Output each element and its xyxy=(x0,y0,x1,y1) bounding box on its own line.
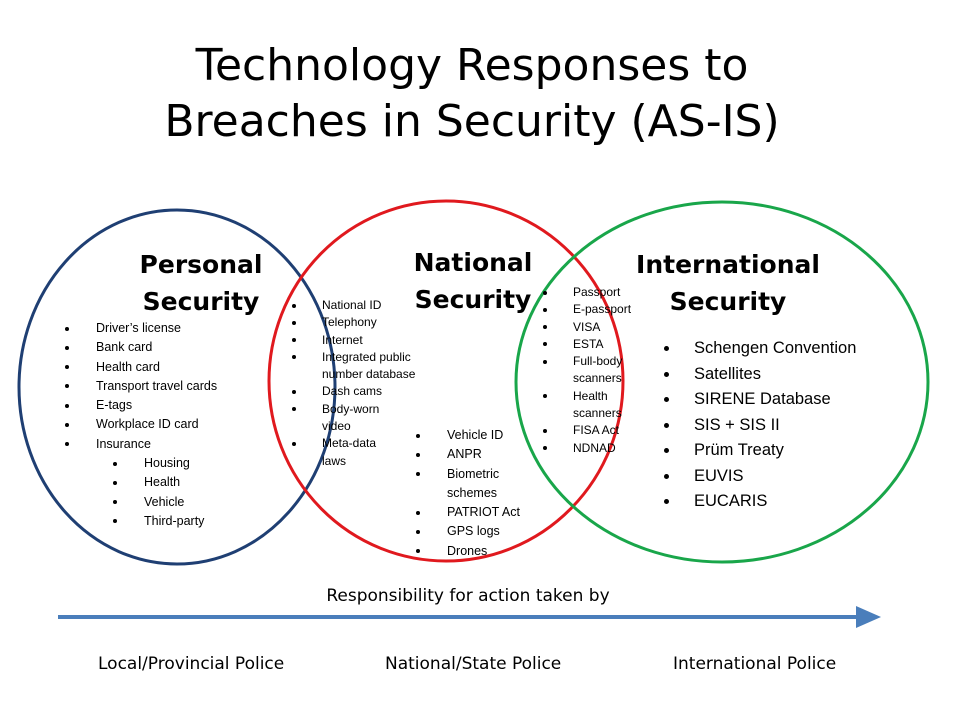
insurance-subitem: Third-party xyxy=(65,512,217,531)
list-item: Meta-data laws xyxy=(292,435,382,470)
insurance-subitem: Housing xyxy=(65,454,217,473)
insurance-subitem: Health xyxy=(65,473,217,492)
national-heading-line-1: National xyxy=(413,248,533,277)
list-item: PATRIOT Act xyxy=(416,503,532,522)
personal-security-heading: Personal Security xyxy=(128,246,274,320)
list-item: Body-worn video xyxy=(292,401,382,436)
international-security-list: Schengen Convention Satellites SIRENE Da… xyxy=(664,336,856,515)
international-security-heading: International Security xyxy=(628,246,828,320)
list-item: Transport travel cards xyxy=(65,377,217,396)
list-item: EUCARIS xyxy=(664,489,856,515)
national-security-heading: National Security xyxy=(402,244,544,318)
list-item: National ID xyxy=(292,297,416,314)
list-item: Schengen Convention xyxy=(664,336,856,362)
list-item: Biometric schemes xyxy=(416,465,515,504)
list-item: SIS + SIS II xyxy=(664,413,856,439)
list-item: FISA Act xyxy=(543,422,649,439)
national-security-list: Vehicle ID ANPR Biometric schemes PATRIO… xyxy=(416,426,532,561)
list-item: Internet xyxy=(292,332,416,349)
list-item: Vehicle ID xyxy=(416,426,532,445)
list-item: E-passport xyxy=(543,301,649,318)
national-police-label: National/State Police xyxy=(385,654,562,674)
personal-security-list: Driver’s license Bank card Health card T… xyxy=(65,319,217,531)
list-item: Drones xyxy=(416,542,532,561)
list-item: Full-body scanners xyxy=(543,353,637,388)
list-item: Workplace ID card xyxy=(65,415,217,434)
international-police-label: International Police xyxy=(673,654,837,674)
local-police-label: Local/Provincial Police xyxy=(98,654,285,674)
national-heading-line-2: Security xyxy=(414,285,532,314)
personal-national-overlap-list: National ID Telephony Internet Integrate… xyxy=(292,297,416,470)
personal-heading-line-2: Security xyxy=(142,287,260,316)
title-line-2: Breaches in Security (AS-IS) xyxy=(164,96,780,147)
list-item: Insurance xyxy=(65,435,217,454)
list-item: Telephony xyxy=(292,314,416,331)
national-security-circle xyxy=(267,199,625,563)
list-item: ESTA xyxy=(543,336,649,353)
list-item: Health scanners xyxy=(543,388,637,423)
insurance-subitem: Vehicle xyxy=(65,493,217,512)
list-item: ANPR xyxy=(416,445,532,464)
slide-title: Technology Responses to Breaches in Secu… xyxy=(0,38,944,150)
list-item: Health card xyxy=(65,358,217,377)
responsibility-arrow-head xyxy=(856,606,881,628)
list-item: SIRENE Database xyxy=(664,387,856,413)
personal-security-circle xyxy=(17,208,337,566)
list-item: Bank card xyxy=(65,338,217,357)
list-item: GPS logs xyxy=(416,522,532,541)
personal-heading-line-1: Personal xyxy=(139,250,263,279)
list-item: Integrated public number database xyxy=(292,349,416,384)
list-item: Dash cams xyxy=(292,383,416,400)
list-item: EUVIS xyxy=(664,464,856,490)
international-heading-line-2: Security xyxy=(669,287,787,316)
list-item: VISA xyxy=(543,319,649,336)
list-item: Satellites xyxy=(664,362,856,388)
international-security-circle xyxy=(514,200,930,564)
list-item: NDNAD xyxy=(543,440,649,457)
list-item: Passport xyxy=(543,284,649,301)
list-item: Prüm Treaty xyxy=(664,438,856,464)
responsibility-label: Responsibility for action taken by xyxy=(326,586,610,606)
list-item: Driver’s license xyxy=(65,319,217,338)
international-heading-line-1: International xyxy=(636,250,820,279)
national-international-overlap-list: Passport E-passport VISA ESTA Full-body … xyxy=(543,284,649,457)
title-line-1: Technology Responses to xyxy=(195,40,749,91)
list-item: E-tags xyxy=(65,396,217,415)
